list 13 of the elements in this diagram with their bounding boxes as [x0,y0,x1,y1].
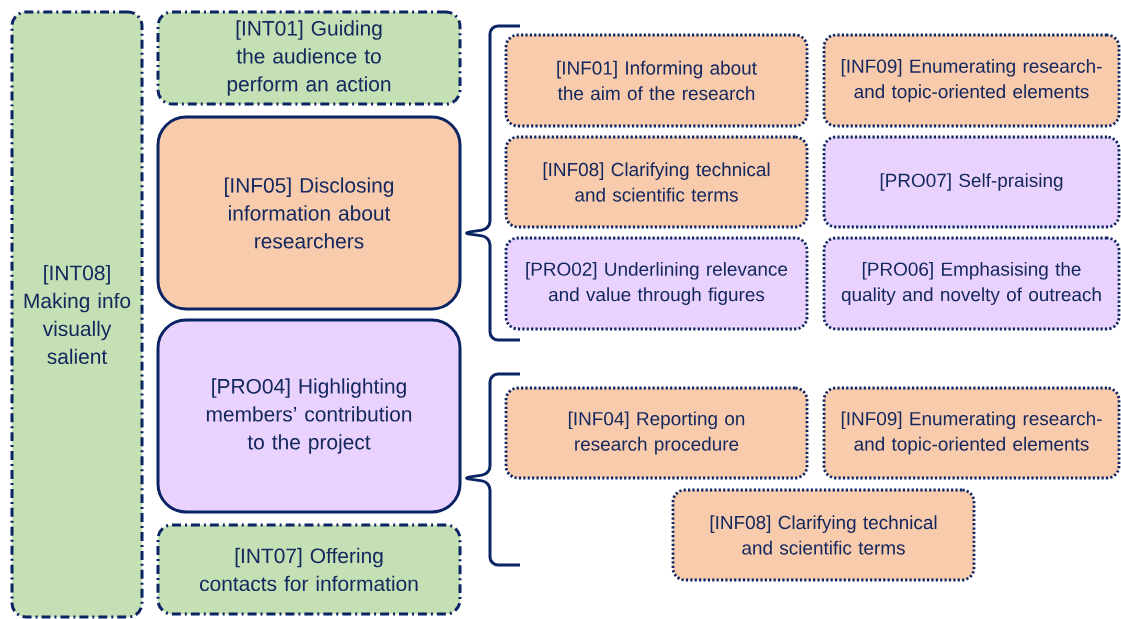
dotted-box: [INF01] Informing about the aim of the research [504,33,809,128]
dotted-box: [PRO06] Emphasising the quality and novelty of outreach [822,236,1121,331]
rounded-box: [INF05] Disclosing information about researchers [156,115,462,311]
rounded-box: [PRO04] Highlighting members’ contribution to the project [156,318,462,514]
dotted-box: [INF08] Clarifying technical and scientific terms [504,135,809,229]
dotted-box: [INF04] Reporting on research procedure [504,386,809,480]
dotted-box: [INF08] Clarifying technical and scientific terms [671,488,976,582]
dotted-box: [INF09] Enumerating research- and topic-oriented elements [822,386,1121,480]
dash-dot-box: [INT07] Offering contacts for information [156,523,462,616]
dotted-box: [INF09] Enumerating research- and topic-oriented elements [822,33,1121,128]
dotted-box: [PRO07] Self-praising [822,135,1121,229]
dotted-box: [PRO02] Underlining relevance and value through figures [504,236,809,331]
dash-dot-box: [INT08] Making info visually salient [10,10,144,619]
